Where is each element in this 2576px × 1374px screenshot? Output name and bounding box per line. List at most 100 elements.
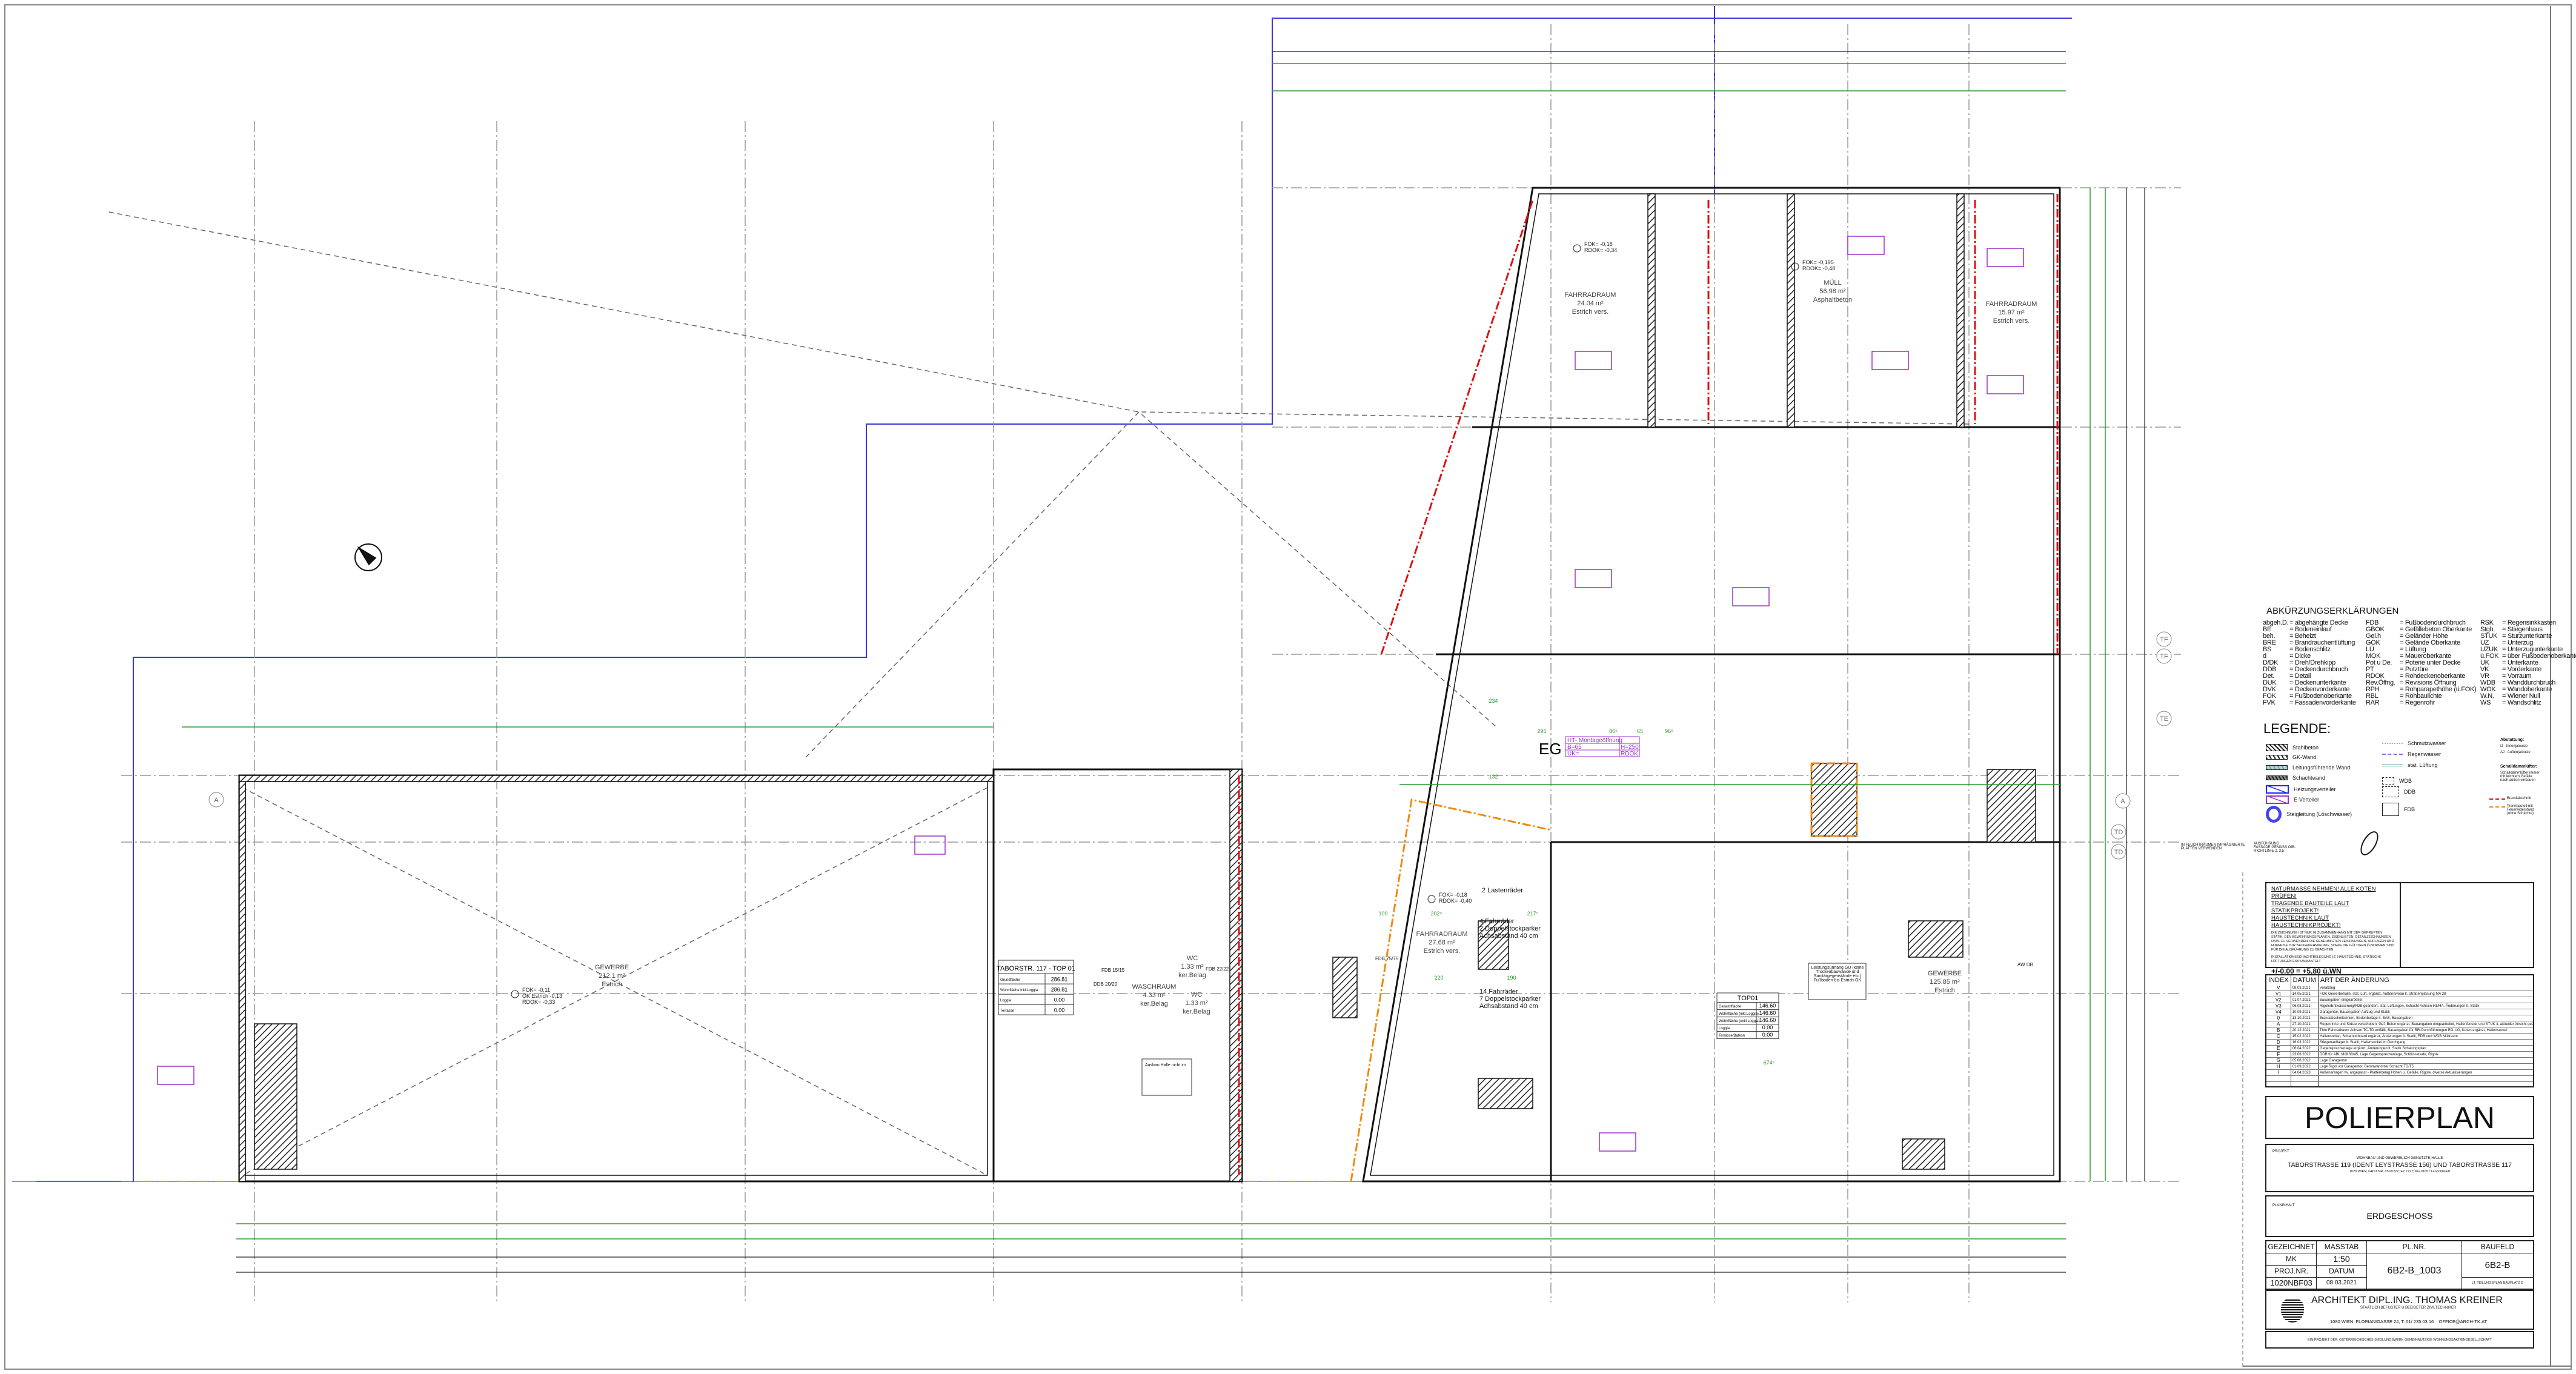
room-name: FAHRRADRAUM [1416, 931, 1468, 938]
area-row-value: 0.00 [1762, 1032, 1773, 1038]
abbreviation-meaning: = Bodenschlitz [2289, 646, 2331, 653]
notes-box: NATURMASSE NEHMEN! ALLE KOTEN PRÜFEN!TRA… [2265, 882, 2534, 975]
opening-label: DDB 20/20 [1094, 981, 1118, 987]
schall-text: Schalldämmlüfter immer mit leichtem Gefä… [2500, 771, 2540, 782]
abbreviation-key: BRE [2263, 639, 2276, 646]
project-number: 1020NBF03 [2265, 1276, 2317, 1290]
legend-line-icon [2382, 743, 2403, 744]
dimension-value: 234 [1489, 698, 1498, 704]
opening-height: H=250 [1621, 744, 1639, 751]
abbreviation-item: WS= Wandschlitz [2480, 700, 2576, 706]
baufeld-note: LT. TEILUNGSPLAN BAUPLATZ E [2461, 1276, 2534, 1290]
hall-note: Ausbau Halle nicht im [1145, 1063, 1186, 1067]
notes-install: INSTALLATIONSSCHACHTBELEGUNG LT. HAUSTEC… [2271, 955, 2382, 963]
abstattung-item: IJ Innenjalousie [2500, 745, 2528, 748]
revision-description: Bauangaben eingearbeitet [2317, 997, 2533, 1003]
abbreviation-meaning: = Unterkante [2502, 659, 2538, 666]
revision-index: G [2266, 1057, 2291, 1064]
abbreviation-key: DDB [2263, 666, 2277, 673]
abbreviation-key: FDB [2366, 619, 2379, 626]
abbreviation-meaning: = Gefällebeton Oberkante [2400, 626, 2472, 633]
revision-index: C [2266, 1033, 2291, 1040]
room-finish: Asphaltbeton [1813, 296, 1852, 304]
abbreviation-key: VR [2480, 672, 2489, 680]
abbreviation-item: UK= Unterkante [2480, 660, 2576, 666]
project-address: 1020 WIEN; GRST.NR. 1502/222; EZ 7727; K… [2349, 1170, 2450, 1173]
abbreviation-item: STUK= Sturzunterkante [2480, 633, 2576, 640]
scope-note-text: Leistungsumfang GU (keine Trockenbauwänd… [1811, 966, 1864, 983]
architect-sub: STAATLICH BEFUGTER U.BEEIDETER ZIVILTECH… [2360, 1306, 2457, 1310]
abbreviation-meaning: = Brandrauchentlüftung [2289, 639, 2355, 646]
revision-date: 05.08.2022 [2290, 1057, 2319, 1064]
abbreviation-meaning: = Deckenunterkante [2289, 679, 2346, 686]
legend-line-icon [2382, 777, 2394, 785]
abbreviation-key: UZUK [2480, 646, 2498, 653]
abbreviation-key: PT [2366, 666, 2374, 673]
bike-parking-note: 2 Doppelstockparker [1479, 925, 1541, 932]
project-number-label: PROJ.NR. [2265, 1264, 2317, 1278]
architect-contact: 1080 WIEN, FLORIANIGASSE 24, T: 01/ 235 … [2330, 1319, 2488, 1324]
room-name: GEWERBE [595, 964, 629, 971]
legend-item: Leitungsführende Wand [2266, 765, 2350, 771]
abbreviation-key: FOK [2263, 692, 2276, 700]
room-name: WC [1187, 955, 1198, 962]
room-finish: ker.Belag [1183, 1008, 1210, 1015]
room-area: 212.1 m² [599, 972, 625, 980]
plan-type: POLIERPLAN [2304, 1100, 2495, 1135]
level-marker-icon [1427, 895, 1436, 903]
grid-axis-bubble [208, 792, 224, 808]
dimension-lines [182, 63, 2106, 1240]
abbreviation-meaning: = Vorderkante [2502, 666, 2541, 673]
area-row-label: Terrasse [1000, 1009, 1015, 1013]
warning-note: TRAGENDE BAUTEILE LAUT STATIKPROJEKT! [2271, 900, 2349, 914]
revision-date: 13.10.2021 [2290, 1015, 2319, 1021]
existing-outline [108, 211, 1970, 1176]
abbreviation-meaning: = Wanddurchbruch [2502, 679, 2556, 686]
level-rdok: RDOK= -0,33 [522, 999, 555, 1005]
client-box: EIN PROJEKT DER: ÖSTERREICHISCHES SIEDLU… [2265, 1331, 2534, 1349]
plan-content: ERDGESCHOSS [2366, 1211, 2433, 1221]
revision-date: 08.03.2021 [2290, 985, 2319, 991]
plan-number: 6B2-B_1003 [2366, 1252, 2462, 1290]
bike-parking-note: 2 Lastenräder [1482, 887, 1523, 894]
abbreviation-item: RPH= Rohparapethöhe (ü.FOK) [2366, 686, 2477, 693]
revision-description: Stiegenauflager lt. Statik, Hallensockel… [2317, 1039, 2533, 1046]
abbreviation-key: RBL [2366, 692, 2378, 700]
revision-description: Garagentor, Bauangaben Aufzug und Statik [2317, 1009, 2533, 1015]
abbreviation-meaning: = Fassadenvorderkante [2289, 699, 2356, 706]
area-row-label: Wohnfläche (exkl.Loggia) [1719, 1020, 1760, 1023]
legend-line-item: DDB [2382, 786, 2415, 797]
north-arrow-icon [354, 543, 382, 571]
project-box: PROJEKT WOHNBAU UND GEWERBLICH GENUTZTE … [2265, 1144, 2534, 1192]
abbreviation-key: beh. [2263, 632, 2276, 640]
level-rdok: RDOK= -0,34 [1584, 247, 1617, 253]
legend-item: Stahlbeton [2266, 744, 2319, 751]
eagle-emblem-icon [2281, 1298, 2304, 1323]
abbreviation-meaning: = Stiegenhaus [2502, 626, 2543, 633]
plan-content-label: PLANINHALT [2272, 1204, 2295, 1207]
legend-label: Regenwasser [2408, 751, 2442, 757]
level-fok: FOK= -0,18 [1584, 241, 1613, 247]
dimension-value: 217⁵ [1527, 911, 1539, 917]
abbreviation-key: D/DK [2263, 659, 2279, 666]
revision-description: Brandabschnittslinien, Bodenbeläge lt. B… [2317, 1015, 2533, 1021]
legend-swatch-icon [2266, 795, 2289, 804]
scale: 1:50 [2316, 1252, 2367, 1266]
abbreviation-key: Pot u De. [2366, 659, 2392, 666]
abbreviation-key: VK [2480, 666, 2489, 673]
datum-level: +/-0.00 = +5,80 ü.WN [2271, 967, 2342, 975]
abbreviation-meaning: = Geländer Höhe [2400, 632, 2448, 640]
legend-swatch-icon [2266, 755, 2288, 760]
abbreviation-meaning: = Wiener Null [2502, 692, 2540, 700]
abbreviation-item: GBOK= Gefällebeton Oberkante [2366, 626, 2476, 633]
abbreviation-item: VK = Vorderkante [2480, 666, 2576, 673]
drawn-by: MK [2265, 1252, 2317, 1266]
